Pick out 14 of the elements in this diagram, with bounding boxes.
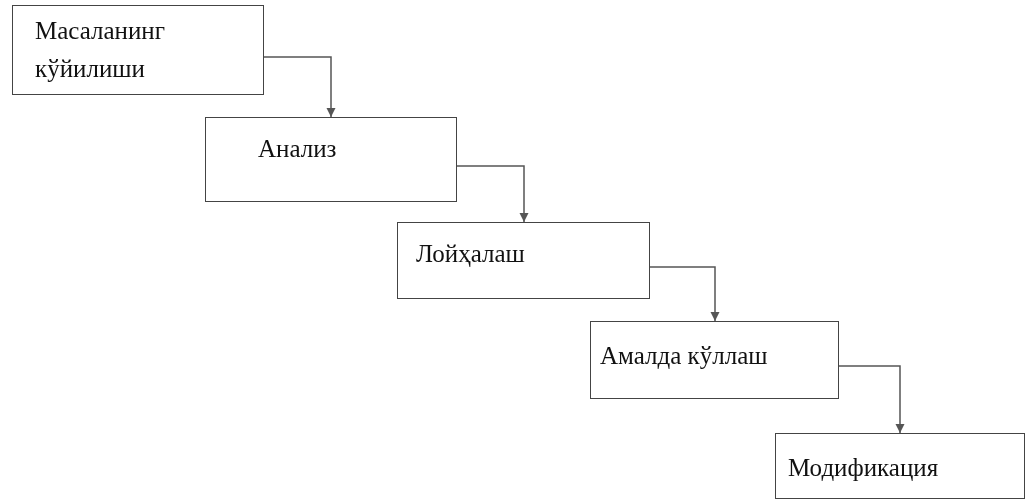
process-box [397,222,650,299]
arrow [263,56,336,118]
process-box [775,433,1025,499]
process-box [590,321,839,399]
arrow [649,266,720,322]
arrow [456,165,529,223]
box-label: Модификация [788,453,939,483]
box-label: Анализ [258,134,337,164]
arrow [838,365,905,434]
process-box [12,5,264,95]
box-label: Лойҳалаш [416,239,525,269]
box-label: Масаланинг кўйилиши [35,16,166,84]
box-label: Амалда кўллаш [600,341,768,371]
process-box [205,117,457,202]
